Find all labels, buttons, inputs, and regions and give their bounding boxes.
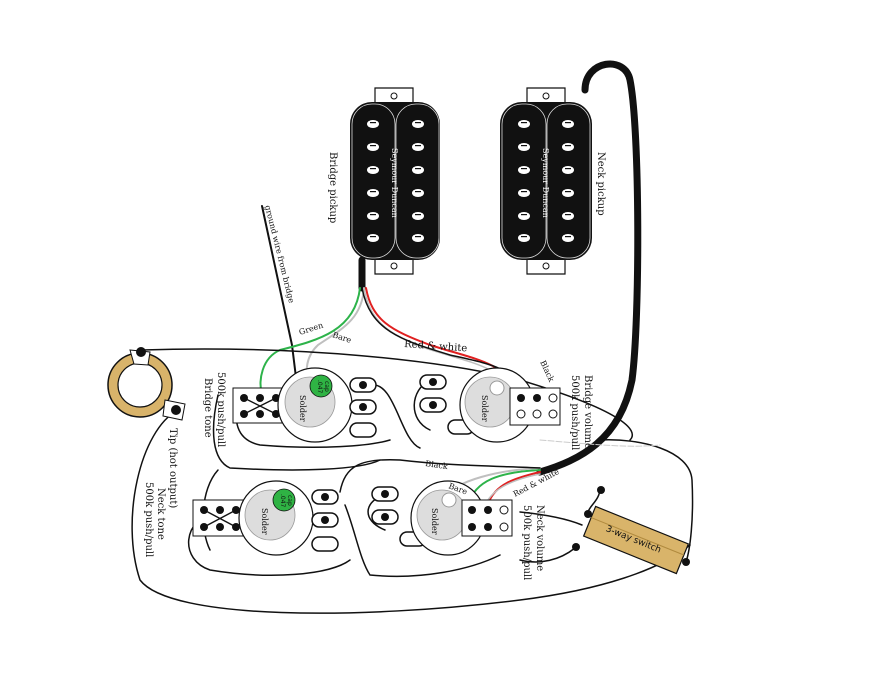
neck-pickup-brand: Seymour Duncan (541, 148, 550, 218)
black-wire-neck (339, 458, 541, 493)
bridge-tone-solder: Solder (298, 395, 307, 422)
green-wire-bridge (259, 287, 361, 396)
jack-ground-wire (131, 409, 691, 614)
three-way-switch: 3-way switch (572, 486, 690, 575)
neck-volume-solder: Solder (430, 508, 439, 535)
bridge-tone-pot: Solder .047 cap Bridge tone 500k push/pu… (202, 367, 377, 447)
neck-pickup-cable (536, 60, 642, 476)
neck-volume-spec: 500k push/pull (521, 505, 532, 580)
neck-pickup: Seymour Duncan Neck pickup (500, 87, 606, 275)
bridge-tone-cap-label: cap (323, 381, 330, 392)
bridge-pickup-brand: Seymour Duncan (390, 148, 399, 218)
bridge-volume-solder: Solder (480, 395, 489, 422)
neck-tone-cap-value: .047 (279, 494, 286, 508)
red-white-wire-label: Red & white (404, 339, 468, 354)
bridge-volume-spec: 500k push/pull (569, 375, 580, 450)
jack-label: Tip (hot output) (167, 428, 178, 508)
bridge-volume-pot: Solder Bridge volume 500k push/pull (419, 367, 593, 450)
black-wire-label-neck: Black (425, 459, 449, 471)
bridge-tone-cap-value: .047 (316, 380, 323, 394)
red-wire-neck (487, 471, 541, 505)
bridge-tone-spec: 500k push/pull (215, 372, 226, 447)
output-jack: Tip (hot output) (107, 347, 186, 508)
bridge-pickup: Seymour Duncan Bridge pickup (327, 87, 440, 275)
bridge-tone-label: Bridge tone (202, 378, 213, 438)
green-wire-label: Green (298, 321, 324, 337)
neck-tone-label: Neck tone (155, 488, 166, 540)
neck-volume-label: Neck volume (534, 505, 545, 571)
bridge-pickup-label: Bridge pickup (327, 152, 338, 223)
neck-tone-solder: Solder (260, 508, 269, 535)
black-wire-label-bridge: Black (538, 359, 556, 383)
neck-tone-spec: 500k push/pull (143, 482, 154, 557)
neck-pickup-label: Neck pickup (595, 152, 606, 216)
neck-tone-cap-label: cap (286, 495, 293, 506)
bridge-volume-label: Bridge volume (582, 375, 593, 449)
bare-wire-label: Bare (331, 330, 352, 345)
neck-volume-pot: Solder Neck volume 500k push/pull (371, 480, 545, 580)
neck-tone-pot: Solder .047 cap Neck tone 500k push/pull (143, 480, 339, 557)
